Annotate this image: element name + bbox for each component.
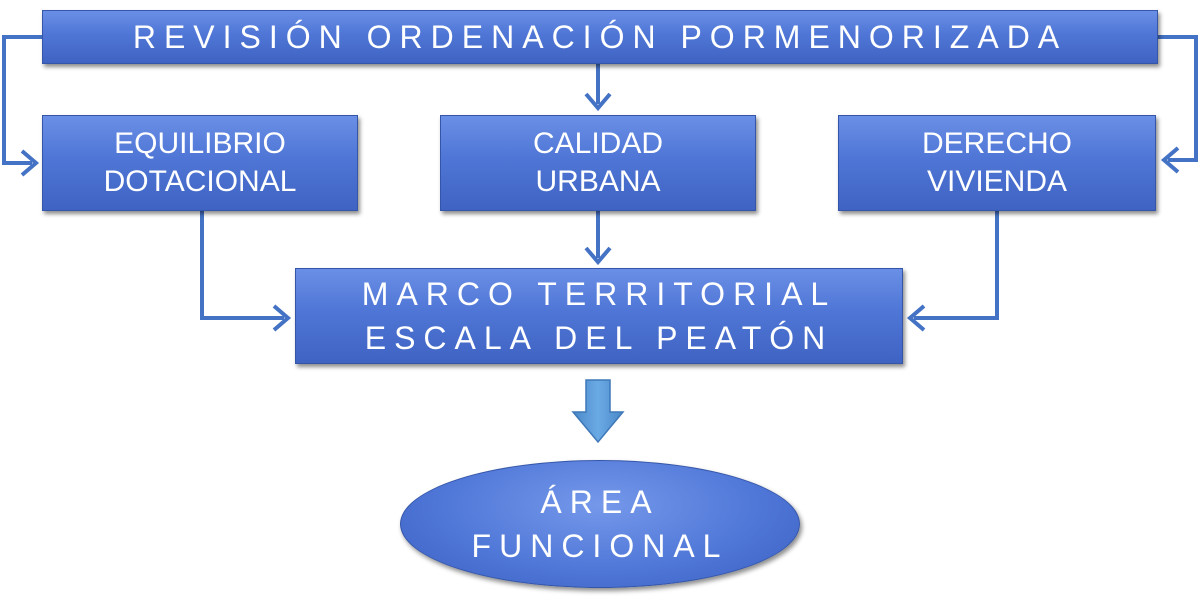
derecho-vivienda-box: DERECHO VIVIENDA: [838, 115, 1156, 211]
equilibrio-line2: DOTACIONAL: [103, 165, 297, 198]
arrowhead-marco-right: [906, 304, 926, 332]
arrowhead-calidad: [584, 92, 612, 112]
area-line2: FUNCIONAL: [471, 528, 729, 564]
equilibrio-dotacional-box: EQUILIBRIO DOTACIONAL: [42, 115, 358, 211]
calidad-line2: URBANA: [535, 165, 661, 198]
connector-equilibrio-to-marco: [200, 211, 284, 320]
calidad-line1: CALIDAD: [532, 127, 664, 160]
connector-title-to-equilibrio: [2, 35, 42, 165]
derecho-line1: DERECHO: [921, 127, 1072, 160]
arrowhead-marco-top: [584, 246, 612, 266]
arrowhead-derecho: [1160, 146, 1180, 174]
title-text: REVISIÓN ORDENACIÓN PORMENORIZADA: [132, 18, 1068, 55]
derecho-line2: VIVIENDA: [926, 165, 1068, 198]
block-arrow-down: [571, 379, 625, 444]
equilibrio-line1: EQUILIBRIO: [114, 127, 286, 160]
area-line1: ÁREA: [540, 484, 660, 520]
area-funcional-ellipse: ÁREA FUNCIONAL: [400, 460, 800, 588]
marco-line2: ESCALA DEL PEATÓN: [364, 320, 834, 356]
connector-derecho-to-marco: [914, 211, 999, 320]
calidad-urbana-box: CALIDAD URBANA: [440, 115, 756, 211]
connector-title-to-derecho: [1158, 35, 1198, 162]
marco-territorial-box: MARCO TERRITORIAL ESCALA DEL PEATÓN: [295, 268, 903, 364]
arrowhead-marco-left: [272, 304, 292, 332]
title-box: REVISIÓN ORDENACIÓN PORMENORIZADA: [42, 10, 1158, 64]
marco-line1: MARCO TERRITORIAL: [361, 276, 837, 312]
arrowhead-equilibrio: [20, 149, 40, 177]
